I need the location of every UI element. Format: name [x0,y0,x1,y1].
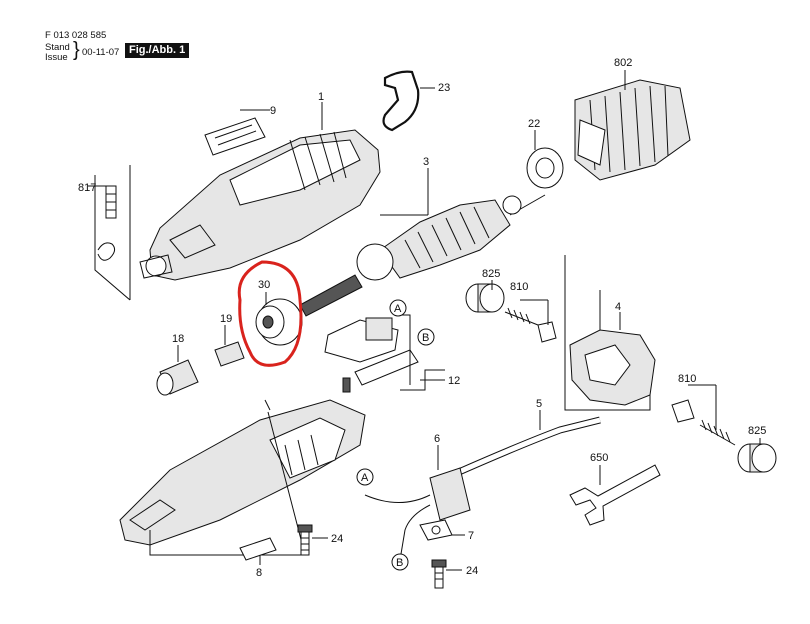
bearing-22-part [526,147,564,189]
plate-8-part [239,537,277,561]
brush-holder-part [324,317,419,386]
wrench-part [569,464,661,526]
label-650: 650 [590,452,608,464]
connector-markers: A B A B [356,299,435,571]
leader-lines [88,70,761,571]
brush-cap-left-part [465,283,505,313]
issue-date: 00-11-07 [82,47,120,58]
switch-module-part [564,255,656,411]
cord-clamp-part [419,519,453,541]
armature-part [299,194,546,317]
label-30: 30 [258,279,270,291]
label-5: 5 [536,398,542,410]
label-3: 3 [423,156,429,168]
label-4: 4 [615,301,621,313]
part-labels: 1 9 23 3 22 802 817 30 19 18 12 825 810 … [78,57,766,579]
retaining-clip-part [382,70,420,132]
label-802: 802 [614,57,632,69]
label-22: 22 [528,118,540,130]
label-825-right: 825 [748,425,766,437]
motor-housing-part [139,129,381,281]
label-23: 23 [438,82,450,94]
connector-b-top: B [422,332,429,344]
label-810-right: 810 [678,373,696,385]
label-19: 19 [220,313,232,325]
stand-label: Stand [45,42,70,53]
highlight-circle [237,260,303,367]
connector-a-top: A [394,303,402,315]
bearing-30-part [255,298,303,346]
label-1: 1 [318,91,324,103]
label-18: 18 [172,333,184,345]
field-coil-part [574,79,691,181]
label-12: 12 [448,375,460,387]
label-24-left: 24 [331,533,343,545]
carbon-brush-left-part [504,307,557,343]
connector-a-bottom: A [361,472,369,484]
doc-number: F 013 028 585 [45,30,107,41]
label-810-top: 810 [510,281,528,293]
collet-part [214,341,245,367]
figure-label: Fig./Abb. 1 [125,43,190,58]
label-8: 8 [256,567,262,579]
power-cord-part [364,416,601,561]
issue-label: Issue [45,52,68,63]
connector-b-bottom: B [396,557,403,569]
label-24-right: 24 [466,565,478,577]
switch-spring-part [94,165,131,301]
screw-small-part [342,377,351,393]
label-7: 7 [468,530,474,542]
label-817: 817 [78,182,96,194]
brace-icon: } [73,39,80,61]
collet-nut-part [156,359,199,396]
label-6: 6 [434,433,440,445]
screw-24a-part [297,524,313,556]
screw-24b-part [431,559,447,589]
brush-cap-right-part [737,443,777,473]
carbon-brush-right-part [671,399,736,446]
lower-housing-part [119,399,366,556]
label-825-top: 825 [482,268,500,280]
label-plate-part [204,117,266,156]
label-9: 9 [270,105,276,117]
